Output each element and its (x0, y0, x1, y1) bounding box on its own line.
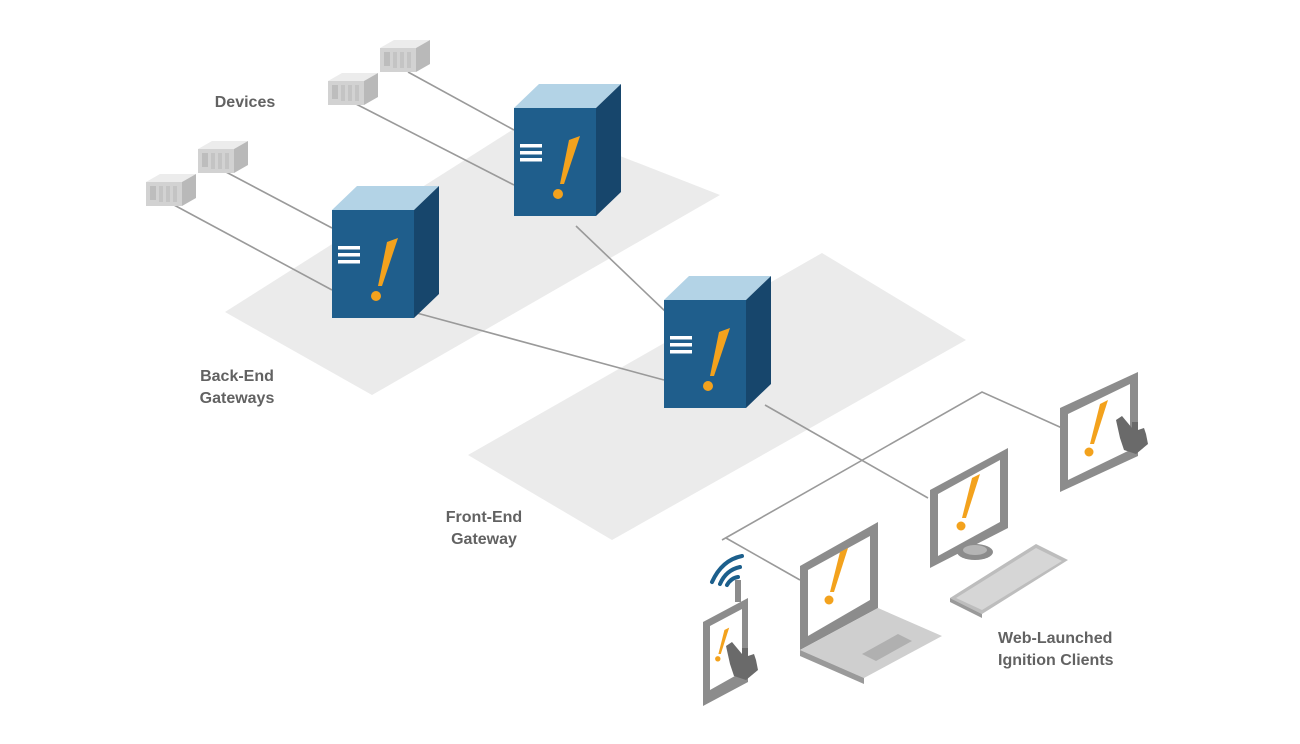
connection-lines (173, 71, 1063, 581)
front-end-gateway-label-line1: Front-End (446, 509, 522, 526)
back-end-gateways-label-line2: Gateways (200, 390, 275, 407)
wire-client-bus (721, 391, 1063, 541)
wire-device-server (225, 171, 333, 229)
plc-device-icon (328, 73, 378, 105)
clients-label-line1: Web-Launched (998, 630, 1112, 647)
laptop-icon (800, 522, 942, 684)
devices-label: Devices (215, 94, 276, 111)
wire-device-server (173, 204, 333, 291)
wire-device-server (355, 103, 515, 186)
back-end-gateways-label-line1: Back-End (200, 368, 274, 385)
wire-device-server (407, 71, 515, 131)
plc-device-icon (198, 141, 248, 173)
front-end-gateway-label-line2: Gateway (451, 531, 517, 548)
wire-gateway-link (412, 311, 665, 381)
server-icon (514, 84, 621, 216)
plc-device-icon (380, 40, 430, 72)
server-icon (664, 276, 771, 408)
wifi-icon (710, 554, 744, 587)
server-icon (332, 186, 439, 318)
keyboard-icon (950, 544, 1068, 618)
plc-device-icon (146, 174, 196, 206)
touch-panel-icon (1060, 372, 1148, 492)
clients-label-line2: Ignition Clients (998, 652, 1114, 669)
monitor-icon (930, 448, 1008, 568)
phone-icon (703, 580, 758, 706)
wire-client (764, 404, 929, 499)
wire-gateway-link (575, 225, 669, 315)
wire-client (725, 537, 801, 581)
